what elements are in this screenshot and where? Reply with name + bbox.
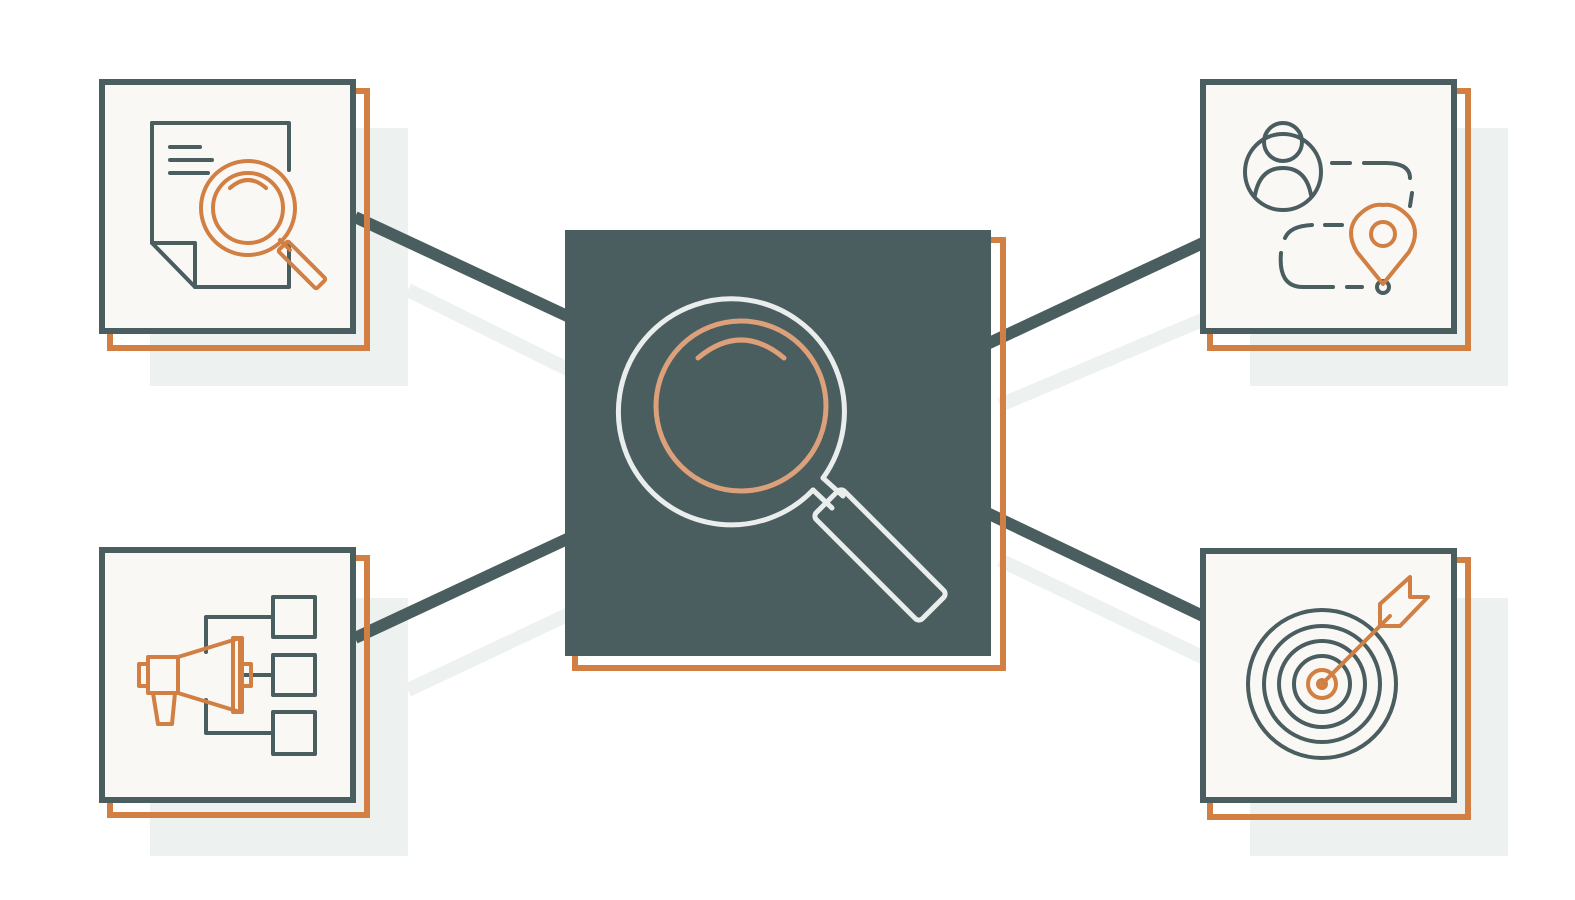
user-route-icon xyxy=(1243,121,1417,295)
connector-top-right xyxy=(982,236,1208,351)
node-target xyxy=(1200,548,1471,820)
node-megaphone-flow-box xyxy=(99,547,356,803)
node-document-search-box xyxy=(99,79,356,334)
target-arrow-icon xyxy=(1246,575,1430,760)
connector-group xyxy=(352,211,1208,644)
center-hub xyxy=(565,230,1006,671)
node-customer-journey-box xyxy=(1200,79,1457,334)
connector-bottom-right xyxy=(982,506,1208,623)
connector-top-left xyxy=(352,211,583,328)
megaphone-flowchart-icon xyxy=(137,595,317,756)
node-customer-journey xyxy=(1200,79,1471,351)
node-document-search xyxy=(99,79,370,351)
document-search-icon xyxy=(150,121,328,291)
node-megaphone-flow xyxy=(99,547,370,818)
connector-bottom-left xyxy=(352,527,583,644)
magnifying-glass-icon xyxy=(615,296,948,623)
center-hub-box xyxy=(565,230,991,656)
